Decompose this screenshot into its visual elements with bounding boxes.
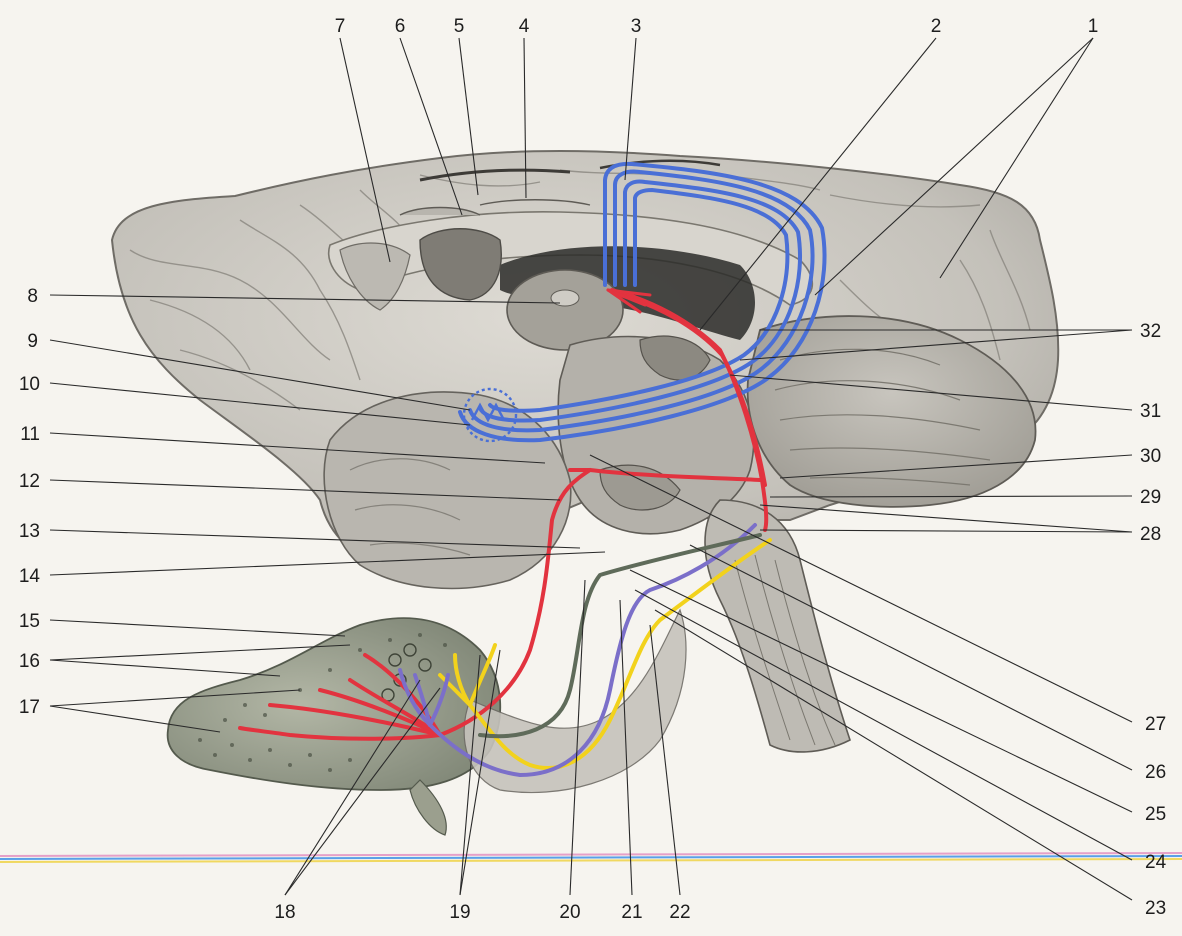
label-21: 21 — [621, 902, 642, 923]
bottom-color-stripe — [0, 853, 1182, 862]
label-14: 14 — [19, 566, 41, 587]
label-18: 18 — [274, 902, 295, 923]
label-22: 22 — [669, 902, 690, 923]
label-16: 16 — [19, 651, 40, 672]
label-32: 32 — [1140, 321, 1161, 342]
label-23: 23 — [1145, 898, 1166, 919]
label-24: 24 — [1145, 852, 1167, 873]
label-2: 2 — [931, 16, 942, 37]
label-30: 30 — [1140, 446, 1161, 467]
label-28: 28 — [1140, 524, 1161, 545]
label-31: 31 — [1140, 401, 1161, 422]
label-25: 25 — [1145, 804, 1166, 825]
label-12: 12 — [19, 471, 40, 492]
label-9: 9 — [27, 331, 38, 352]
label-6: 6 — [395, 16, 406, 37]
tongue — [168, 618, 501, 835]
label-26: 26 — [1145, 762, 1166, 783]
label-15: 15 — [19, 611, 40, 632]
label-20: 20 — [559, 902, 580, 923]
label-19: 19 — [449, 902, 470, 923]
label-11: 11 — [20, 424, 40, 445]
label-27: 27 — [1145, 714, 1166, 735]
medulla-spinal-cord — [705, 500, 850, 752]
label-10: 10 — [19, 374, 40, 395]
label-1: 1 — [1088, 16, 1099, 37]
label-17: 17 — [19, 697, 40, 718]
label-5: 5 — [454, 16, 465, 37]
label-4: 4 — [519, 16, 530, 37]
label-13: 13 — [19, 521, 40, 542]
label-29: 29 — [1140, 487, 1161, 508]
label-3: 3 — [631, 16, 642, 37]
label-8: 8 — [27, 286, 38, 307]
label-7: 7 — [335, 16, 346, 37]
